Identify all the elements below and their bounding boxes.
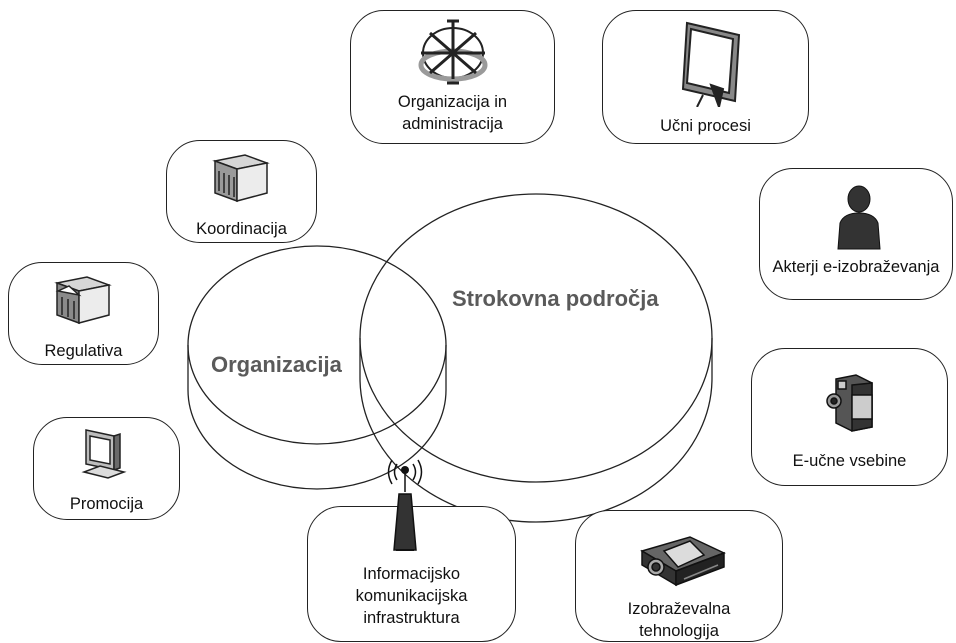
node-coordination: Koordinacija bbox=[166, 140, 317, 243]
compass-rose-icon bbox=[418, 19, 488, 85]
projection-screen-icon bbox=[681, 21, 741, 107]
node-ict-infrastructure-label-3: infrastruktura bbox=[363, 609, 460, 627]
node-regulation: Regulativa bbox=[8, 262, 159, 365]
node-org-admin: Organizacija in administracija bbox=[350, 10, 555, 144]
node-ict-infrastructure-label-2: komunikacijska bbox=[355, 587, 468, 605]
building-icon bbox=[212, 154, 270, 203]
node-ed-technology-label-2: tehnologija bbox=[639, 622, 719, 640]
node-promotion: Promocija bbox=[33, 417, 180, 520]
antenna-tower-icon bbox=[387, 459, 423, 551]
node-actors: Akterji e-izobraževanja bbox=[759, 168, 953, 300]
organization-circle-label: Organizacija bbox=[211, 352, 342, 377]
professional-areas-cylinder bbox=[359, 193, 713, 523]
node-learning-processes: Učni procesi bbox=[602, 10, 809, 144]
node-e-content-label: E-učne vsebine bbox=[792, 452, 907, 470]
video-camera-icon bbox=[826, 374, 873, 432]
node-promotion-label: Promocija bbox=[69, 495, 144, 513]
node-org-admin-label-1: Organizacija in bbox=[397, 93, 508, 111]
node-coordination-label: Koordinacija bbox=[196, 220, 287, 238]
node-regulation-label: Regulativa bbox=[44, 342, 123, 360]
node-e-content: E-učne vsebine bbox=[751, 348, 948, 486]
node-org-admin-label-2: administracija bbox=[402, 115, 503, 133]
monitor-icon bbox=[81, 429, 127, 479]
node-learning-processes-label: Učni procesi bbox=[660, 117, 751, 135]
node-actors-label: Akterji e-izobraževanja bbox=[772, 258, 940, 276]
node-ed-technology-label-1: Izobraževalna bbox=[627, 600, 731, 618]
courthouse-icon bbox=[54, 276, 112, 325]
person-icon bbox=[837, 185, 881, 250]
professional-areas-circle-label: Strokovna področja bbox=[452, 286, 659, 311]
organization-cylinder bbox=[187, 245, 447, 490]
node-ict-infrastructure-label-1: Informacijsko bbox=[362, 565, 461, 583]
projector-icon bbox=[640, 536, 726, 587]
node-ed-technology: Izobraževalna tehnologija bbox=[575, 510, 783, 642]
